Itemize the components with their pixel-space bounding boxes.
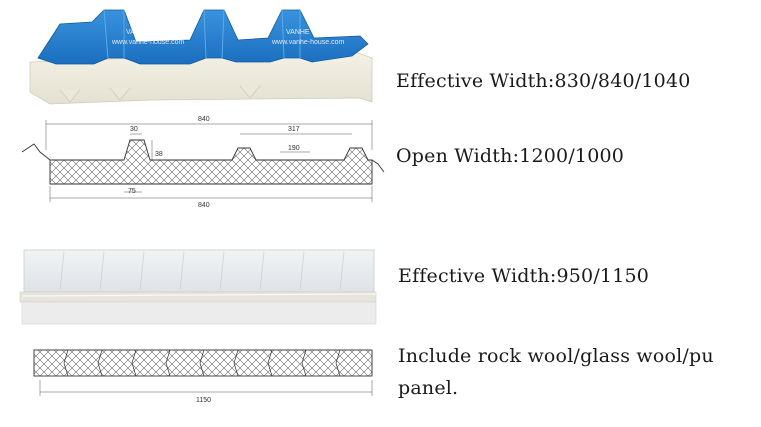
dim-wall-width: 1150 bbox=[196, 397, 211, 404]
dim-bottom-width: 840 bbox=[198, 202, 210, 209]
roof-open-width-caption: Open Width:1200/1000 bbox=[396, 145, 625, 167]
watermark-brand-1: VANHE bbox=[126, 29, 150, 36]
dim-rib-spacing: 317 bbox=[288, 126, 300, 133]
roof-panel-drawing: 840 317 30 38 190 75 840 bbox=[21, 116, 385, 209]
watermark-url-2: www.vanhe-house.com bbox=[271, 39, 345, 46]
watermark-brand-2: VANHE bbox=[286, 29, 310, 36]
dim-rib-top: 30 bbox=[130, 126, 138, 133]
roof-panel-photo: VANHE www.vanhe-house.com VANHE www.vanh… bbox=[29, 9, 373, 105]
wall-panel-drawing: 1150 bbox=[33, 349, 373, 404]
core-materials-caption: Include rock wool/glass wool/pu panel. bbox=[398, 345, 714, 399]
dim-top-width: 840 bbox=[198, 116, 210, 123]
dim-rib-bottom: 75 bbox=[128, 188, 136, 195]
wall-panel-photo bbox=[19, 249, 377, 325]
roof-section-core bbox=[49, 139, 373, 185]
roof-effective-width-caption: Effective Width:830/840/1040 bbox=[396, 70, 691, 92]
wall-effective-width-caption: Effective Width:950/1150 bbox=[398, 265, 650, 287]
roof-panel-blue-sheet bbox=[37, 9, 369, 65]
dim-rib-height: 38 bbox=[155, 151, 163, 158]
dim-rib-base: 190 bbox=[288, 145, 300, 152]
watermark-url-1: www.vanhe-house.com bbox=[111, 39, 185, 46]
